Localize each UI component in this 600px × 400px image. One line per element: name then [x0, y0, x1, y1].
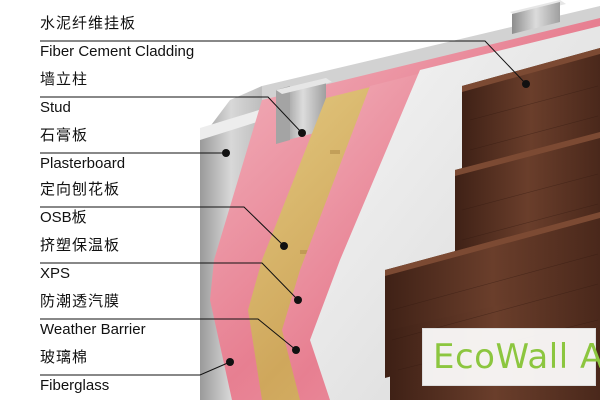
label-en-plasterboard: Plasterboard — [40, 155, 126, 172]
logo-text: EcoWall A — [433, 337, 600, 377]
label-zh-plasterboard: 石膏板 — [40, 127, 89, 144]
label-en-xps: XPS — [40, 265, 71, 282]
leader-dots — [222, 80, 530, 366]
stud-element — [276, 0, 566, 144]
ecowall-logo: EcoWall A — [422, 328, 600, 386]
label-en-fiberglass: Fiberglass — [40, 377, 110, 394]
leader-lines — [40, 40, 527, 376]
label-en-osb: OSB板 — [40, 209, 87, 226]
label-zh-fiberglass: 玻璃棉 — [40, 349, 89, 366]
label-en-weather-barrier: Weather Barrier — [40, 321, 146, 338]
label-zh-stud: 墙立柱 — [40, 71, 89, 88]
label-zh-weather-barrier: 防潮透汽膜 — [40, 293, 121, 310]
label-zh-osb: 定向刨花板 — [40, 181, 121, 198]
label-zh-xps: 挤塑保温板 — [40, 237, 121, 254]
label-en-stud: Stud — [40, 99, 71, 116]
label-en-cladding: Fiber Cement Cladding — [40, 43, 195, 60]
label-zh-cladding: 水泥纤维挂板 — [40, 15, 137, 32]
